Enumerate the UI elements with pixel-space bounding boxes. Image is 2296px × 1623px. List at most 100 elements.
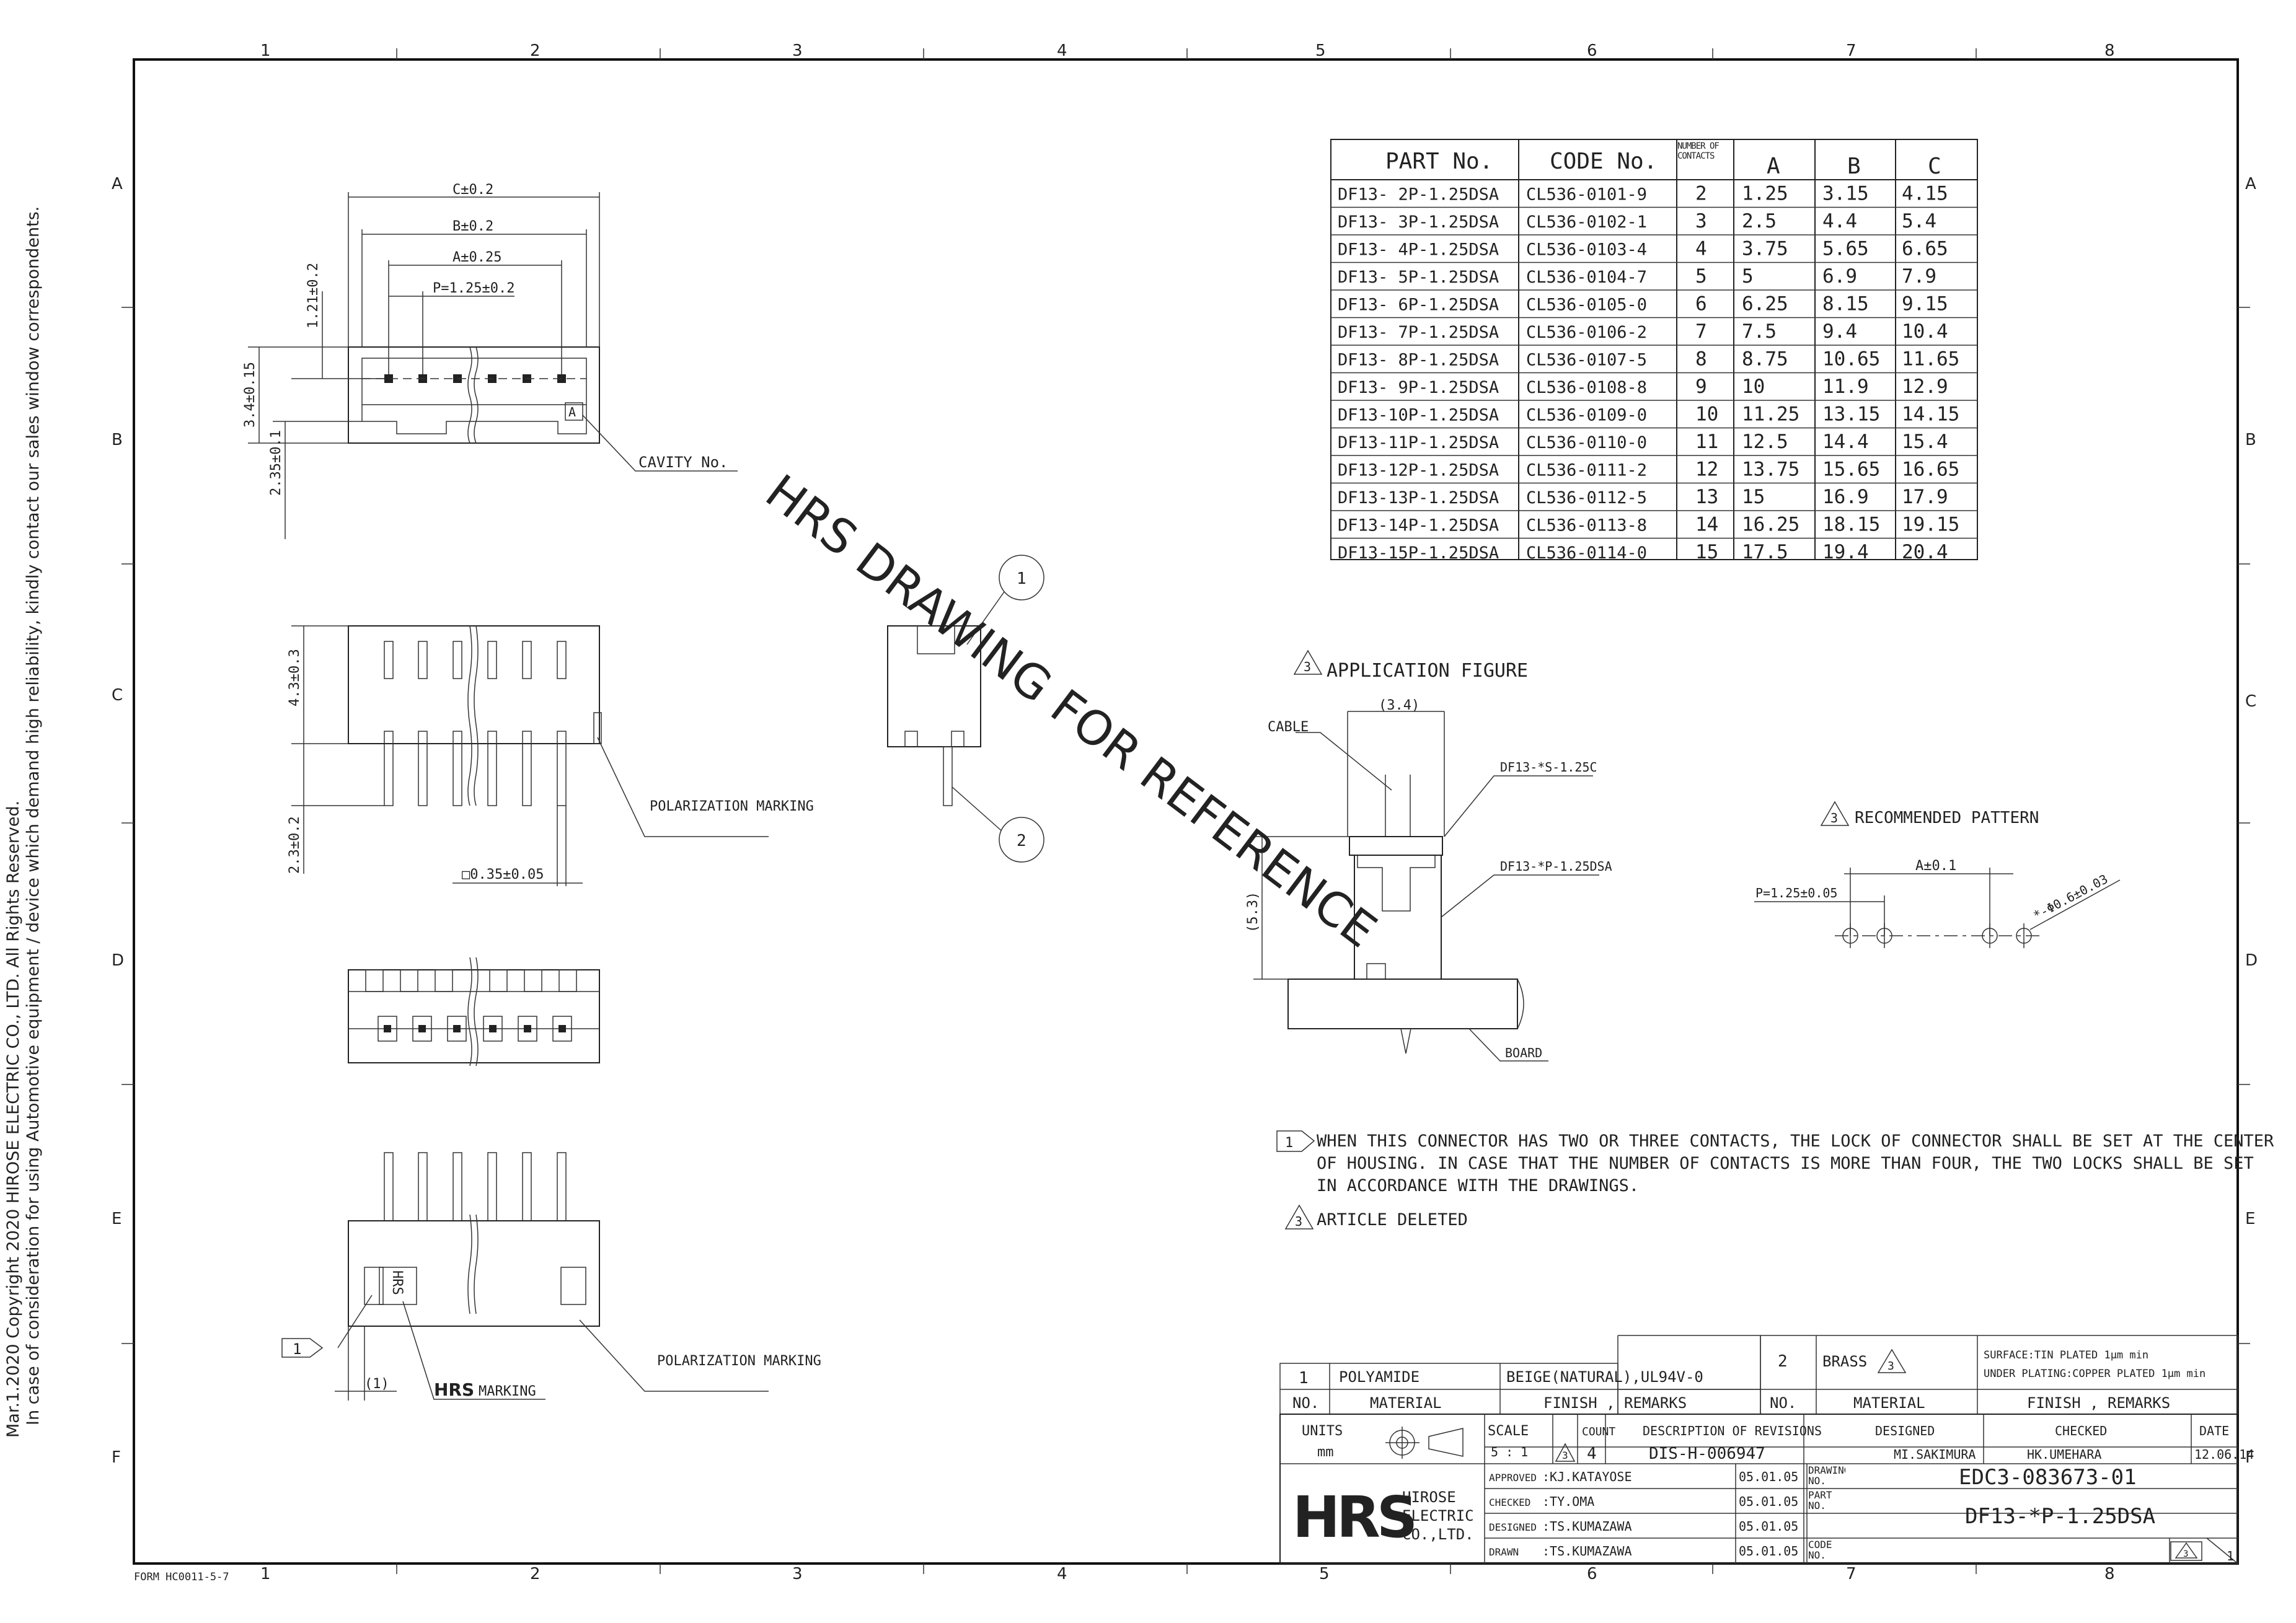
watermark: HRS DRAWING FOR REFERENCE (756, 464, 1387, 958)
table-cell-n: 9 (1695, 376, 1707, 398)
pattern-dim-hole: *-Φ0.6±0.03 (2031, 871, 2110, 923)
company-line3: CO.,LTD. (1402, 1526, 1474, 1543)
zone-col-3-bottom: 3 (792, 1565, 803, 1583)
table-cell-part: DF13- 8P-1.25DSA (1338, 351, 1499, 370)
note-flag-1 (1276, 1130, 1315, 1152)
table-cell-code: CL536-0103-4 (1526, 240, 1647, 260)
zone-col-5: 5 (1315, 42, 1326, 60)
sheet-rev: 3 (2183, 1549, 2188, 1559)
drawing-no: EDC3-083673-01 (1959, 1465, 2137, 1490)
table-cell-b: 16.9 (1822, 486, 1869, 508)
zone-row-f-right: F (2245, 1448, 2254, 1467)
zone-row-c-right: C (2245, 692, 2256, 711)
header-code: CODE No. (1550, 149, 1657, 174)
zone-row-e-right: E (2245, 1210, 2255, 1228)
header-c: C (1928, 154, 1941, 179)
table-cell-code: CL536-0105-0 (1526, 296, 1647, 315)
note1-line2: OF HOUSING. IN CASE THAT THE NUMBER OF C… (1317, 1154, 2254, 1173)
zone-col-8-bottom: 8 (2104, 1565, 2115, 1583)
checked2-date: 05.01.05 (1739, 1494, 1798, 1509)
dim-43: 4.3±0.3 (287, 649, 302, 706)
table-cell-c: 9.15 (1902, 293, 1948, 315)
rev-triangle-pattern (1820, 801, 1850, 826)
dim-1: (1) (364, 1376, 389, 1392)
d-view (348, 957, 600, 1067)
note3-triangle (1284, 1204, 1314, 1229)
zone-col-2: 2 (530, 42, 541, 60)
zone-labels: 1 2 3 4 5 6 7 8 1 2 3 4 5 6 7 8 A B C D … (112, 42, 2258, 1583)
zone-col-4-bottom: 4 (1057, 1565, 1067, 1583)
dim-34: 3.4±0.15 (242, 362, 258, 428)
notes: 1 WHEN THIS CONNECTOR HAS TWO OR THREE C… (1276, 1130, 2274, 1229)
zone-row-d: D (112, 951, 124, 970)
date-value: 12.06.14 (2194, 1447, 2254, 1462)
top-view-cavity (361, 358, 587, 405)
checked-value: HK.UMEHARA (2027, 1447, 2101, 1462)
cavity-letter: A (568, 405, 576, 420)
table-row-lines (1331, 206, 1977, 539)
pattern-dim-a: A±0.1 (1915, 858, 1956, 874)
table-cell-c: 7.9 (1902, 265, 1936, 288)
balloon-2-text: 2 (1017, 832, 1027, 850)
bottom-polarization-label: POLARIZATION MARKING (657, 1353, 821, 1369)
table-cell-a: 17.5 (1742, 541, 1788, 563)
rev-flag-tb: 3 (1562, 1449, 1568, 1461)
table-cell-n: 4 (1695, 238, 1707, 260)
units-label: UNITS (1302, 1423, 1343, 1439)
table-cell-code: CL536-0104-7 (1526, 268, 1647, 287)
table-cell-n: 6 (1695, 293, 1707, 315)
dim-23: 2.3±0.2 (287, 816, 302, 874)
dim-121: 1.21±0.2 (306, 263, 321, 328)
hrs-logo: HRS (1292, 1484, 1414, 1550)
table-cell-n: 11 (1695, 431, 1718, 453)
cavity-leader (582, 415, 738, 472)
front-polarization-label: POLARIZATION MARKING (650, 799, 814, 814)
table-cell-code: CL536-0102-1 (1526, 213, 1647, 232)
note-flag-e (281, 1338, 324, 1358)
rev-triangle-tb (1555, 1443, 1576, 1462)
cavity-label: CAVITY No. (638, 454, 728, 471)
table-cell-a: 11.25 (1742, 403, 1799, 426)
table-cell-b: 5.65 (1822, 238, 1869, 260)
table-cell-b: 11.9 (1822, 376, 1869, 398)
table-cell-part: DF13-12P-1.25DSA (1338, 461, 1499, 480)
front-view: 4.3±0.3 2.3±0.2 □0.35±0.05 POLARIZATION … (287, 625, 814, 886)
table-cell-a: 3.75 (1742, 238, 1788, 260)
zone-row-a-right: A (2245, 175, 2256, 193)
item1-no: 1 (1299, 1369, 1309, 1388)
table-cell-a: 1.25 (1742, 183, 1788, 205)
table-cell-b: 6.9 (1822, 265, 1857, 288)
header-label: DF13-*P-1.25DSA (1500, 859, 1612, 874)
application-title: APPLICATION FIGURE (1327, 660, 1528, 682)
desc-value: DIS-H-006947 (1649, 1445, 1765, 1463)
table-cell-b: 15.65 (1822, 459, 1880, 481)
header-contacts: NUMBER OF CONTACTS (1677, 141, 1720, 161)
sheet-rev-triangle (2175, 1542, 2198, 1559)
zone-row-f: F (112, 1448, 121, 1467)
hrs-marking-logo: HRS (389, 1270, 405, 1295)
hdr-material: MATERIAL (1370, 1394, 1442, 1412)
note1-line1: WHEN THIS CONNECTOR HAS TWO OR THREE CON… (1317, 1132, 2274, 1151)
item1-finish: BEIGE(NATURAL),UL94V-0 (1506, 1368, 1703, 1386)
front-view-pins (384, 641, 567, 806)
table-cell-a: 10 (1742, 376, 1765, 398)
designed-label: DESIGNED (1875, 1423, 1935, 1438)
zone-col-2-bottom: 2 (530, 1565, 541, 1583)
item1-material: POLYAMIDE (1339, 1368, 1420, 1386)
table-cell-part: DF13-13P-1.25DSA (1338, 488, 1499, 508)
table-cell-part: DF13- 6P-1.25DSA (1338, 296, 1499, 315)
company-line1: HIROSE (1402, 1489, 1456, 1506)
part-no-label-box: PART NO. (1808, 1490, 1832, 1511)
dim-b: B±0.2 (453, 219, 493, 234)
table-cell-b: 19.4 (1822, 541, 1869, 563)
hdr-no-2: NO. (1770, 1394, 1796, 1412)
socket-label: DF13-*S-1.25C (1500, 760, 1597, 775)
table-cell-n: 8 (1695, 348, 1707, 371)
table-cell-c: 11.65 (1902, 348, 1959, 371)
note1-line3: IN ACCORDANCE WITH THE DRAWINGS. (1317, 1176, 1639, 1195)
designed2-date: 05.01.05 (1739, 1519, 1798, 1534)
note-flag-1-text: 1 (1285, 1135, 1293, 1151)
table-cell-b: 13.15 (1822, 403, 1880, 426)
zone-col-6-bottom: 6 (1587, 1565, 1597, 1583)
top-view-outline (348, 346, 600, 444)
